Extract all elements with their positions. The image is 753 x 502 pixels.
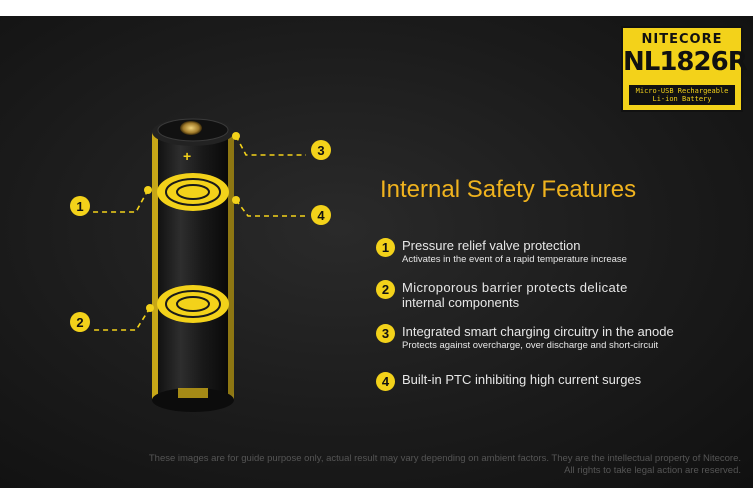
- brand-subtitle: Micro-USB Rechargeable Li-ion Battery: [629, 85, 735, 105]
- feature-number-badge: 2: [376, 280, 395, 299]
- section-title: Internal Safety Features: [380, 176, 637, 203]
- callout-4: 4: [311, 205, 331, 225]
- callout-1: 1: [70, 196, 90, 216]
- svg-text:1: 1: [76, 199, 83, 214]
- svg-text:3: 3: [317, 143, 324, 158]
- disclaimer: These images are for guide purpose only,…: [148, 453, 741, 476]
- feature-subtext: Protects against overcharge, over discha…: [402, 340, 659, 351]
- feature-2: 2 Microporous barrier protects delicate …: [376, 280, 736, 310]
- feature-number-badge: 1: [376, 238, 395, 257]
- pressure-valve-ring-icon: [157, 173, 229, 211]
- feature-4: 4 Built-in PTC inhibiting high current s…: [376, 372, 736, 391]
- feature-text: Pressure relief valve protection: [402, 238, 581, 253]
- svg-text:4: 4: [317, 208, 325, 223]
- feature-3: 3 Integrated smart charging circuitry in…: [376, 324, 736, 352]
- leader-lines: [92, 135, 306, 331]
- feature-number-badge: 4: [376, 372, 395, 391]
- brand-name: NITECORE: [641, 32, 723, 47]
- product-banner: + 1 2: [0, 16, 753, 488]
- battery-illustration: + 1 2: [70, 118, 331, 412]
- barrier-ring-icon: [157, 285, 229, 323]
- brand-logo: NITECORE NL1826R Micro-USB Rechargeable …: [621, 26, 748, 112]
- callout-3: 3: [311, 140, 331, 160]
- battery-body: [152, 118, 234, 412]
- feature-subtext: Activates in the event of a rapid temper…: [402, 254, 627, 265]
- plus-sign: +: [183, 148, 191, 164]
- brand-model: NL1826R: [623, 47, 748, 77]
- feature-1: 1 Pressure relief valve protection Activ…: [376, 238, 736, 266]
- positive-terminal-icon: [180, 121, 202, 135]
- svg-text:2: 2: [76, 315, 83, 330]
- feature-text: Built-in PTC inhibiting high current sur…: [402, 372, 642, 387]
- feature-text: Integrated smart charging circuitry in t…: [402, 324, 674, 339]
- feature-text: Microporous barrier protects delicate: [402, 280, 628, 295]
- feature-number-badge: 3: [376, 324, 395, 343]
- feature-text-line2: internal components: [402, 295, 520, 310]
- callout-2: 2: [70, 312, 90, 332]
